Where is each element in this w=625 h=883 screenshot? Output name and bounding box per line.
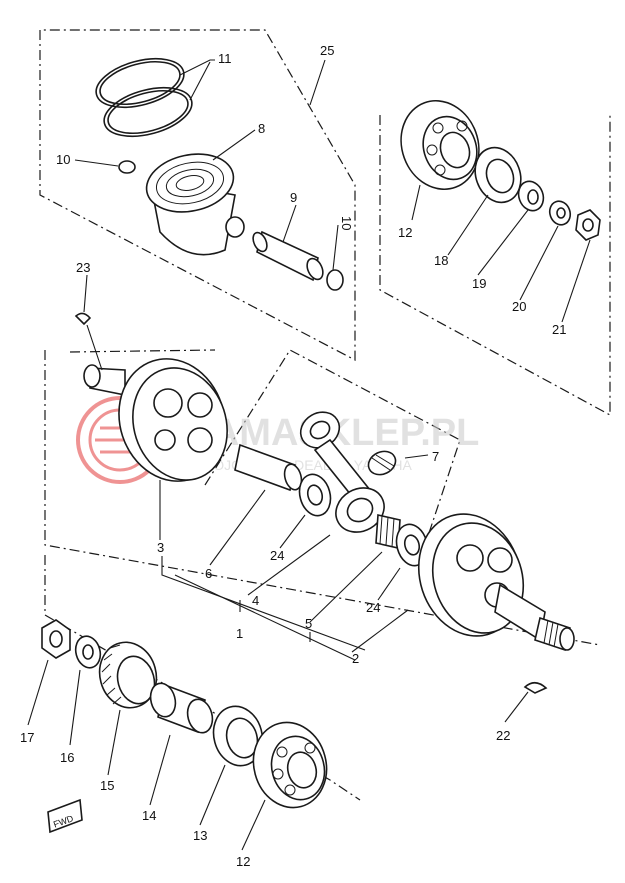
label-21: 21 xyxy=(552,322,566,337)
bearing-lower xyxy=(252,721,328,809)
oil-seal-lower xyxy=(212,705,264,767)
crank-left xyxy=(83,358,228,482)
label-10-left: 10 xyxy=(56,152,70,167)
washer-right xyxy=(548,200,572,226)
label-7: 7 xyxy=(432,449,439,464)
spacer-right xyxy=(517,180,545,212)
label-2: 2 xyxy=(352,651,359,666)
leader-lines xyxy=(27,59,591,851)
woodruff-key-right xyxy=(523,681,548,694)
label-9: 9 xyxy=(290,190,297,205)
washer-lower xyxy=(74,635,102,669)
crank-pin xyxy=(234,443,303,492)
thrust-washer-left xyxy=(298,473,332,517)
big-end-bearing xyxy=(375,514,401,549)
label-19: 19 xyxy=(472,276,486,291)
nut-right xyxy=(575,209,601,241)
label-20: 20 xyxy=(512,299,526,314)
label-15: 15 xyxy=(100,778,114,793)
label-5: 5 xyxy=(305,616,312,631)
label-3: 3 xyxy=(157,540,164,555)
label-6: 6 xyxy=(205,566,212,581)
piston-pin xyxy=(252,230,324,282)
label-23: 23 xyxy=(76,260,90,275)
label-8: 8 xyxy=(258,121,265,136)
oil-seal-right xyxy=(474,146,522,204)
bearing-right-top xyxy=(400,99,480,191)
nut-lower xyxy=(41,619,71,659)
primary-drive-gear xyxy=(98,641,158,709)
label-18: 18 xyxy=(434,253,448,268)
label-10-right: 10 xyxy=(339,216,354,230)
label-24-left: 24 xyxy=(270,548,284,563)
label-12-top: 12 xyxy=(398,225,412,240)
circlip-right xyxy=(326,269,344,291)
label-24-right: 24 xyxy=(366,600,380,615)
label-25: 25 xyxy=(320,43,334,58)
part-labels: 11 25 8 10 9 10 12 18 19 20 21 23 3 6 24… xyxy=(20,43,566,869)
label-13: 13 xyxy=(193,828,207,843)
label-14: 14 xyxy=(142,808,156,823)
label-4: 4 xyxy=(252,593,259,608)
piston-rings xyxy=(95,57,193,138)
label-1: 1 xyxy=(236,626,243,641)
forward-arrow-icon: FWD xyxy=(47,798,83,834)
woodruff-key-left xyxy=(74,312,92,326)
connecting-rod xyxy=(299,411,385,533)
small-end-bearing xyxy=(367,450,397,476)
label-22: 22 xyxy=(496,728,510,743)
label-16: 16 xyxy=(60,750,74,765)
crank-right xyxy=(417,513,575,652)
label-17: 17 xyxy=(20,730,34,745)
label-12-bottom: 12 xyxy=(236,854,250,869)
spacer-lower xyxy=(149,682,214,734)
label-11: 11 xyxy=(218,51,232,66)
circlip-left xyxy=(118,160,136,174)
piston xyxy=(145,153,245,256)
